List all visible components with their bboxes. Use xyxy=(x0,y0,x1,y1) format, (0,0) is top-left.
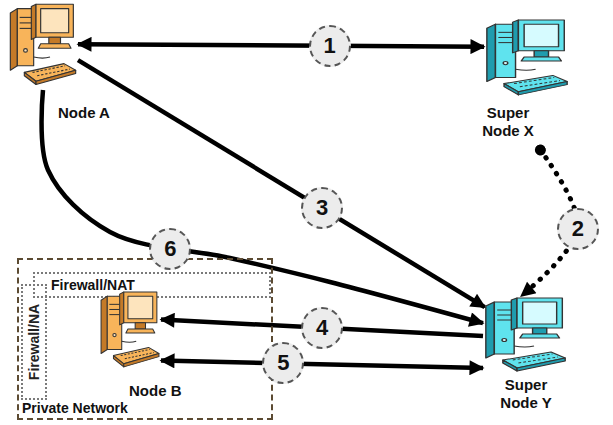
keyboard-edge xyxy=(36,70,76,84)
callout-number: 3 xyxy=(301,187,343,229)
monitor-screen xyxy=(523,302,557,324)
mouse-cable xyxy=(122,341,136,342)
tower-button xyxy=(113,333,116,336)
tower-slot xyxy=(497,315,511,316)
computer-icon xyxy=(99,290,161,372)
keyboard-keys xyxy=(514,77,554,83)
computer-icon xyxy=(484,18,570,100)
keyboard-keys xyxy=(121,349,150,355)
tower-side xyxy=(487,24,496,81)
callout-number: 1 xyxy=(309,25,351,67)
monitor-side xyxy=(511,298,517,330)
tower-button xyxy=(503,61,508,64)
tower-side xyxy=(101,296,107,353)
tower-button xyxy=(502,338,507,341)
private-network-region: Firewall/NAT Firewall/NA Node BPrivate Net… xyxy=(17,258,273,420)
monitor-frame xyxy=(124,292,157,323)
tower-slot xyxy=(498,37,512,38)
node-label: Node B xyxy=(129,382,193,400)
monitor-frame xyxy=(517,298,562,328)
monitor-side xyxy=(31,4,36,39)
monitor-base xyxy=(521,57,561,61)
firewall-label: Firewall/NAT xyxy=(51,276,135,294)
arrow-connector xyxy=(161,320,483,336)
monitor-screen xyxy=(41,9,69,33)
connector-group xyxy=(42,44,579,368)
monitor-stand xyxy=(49,37,61,44)
keyboard-keys xyxy=(520,81,560,87)
monitor-frame xyxy=(518,20,564,51)
monitor-base xyxy=(126,329,155,333)
tower-button xyxy=(24,49,28,53)
keyboard-edge xyxy=(124,354,159,367)
keyboard-edge xyxy=(113,356,123,367)
tower-slot xyxy=(109,304,119,305)
tower-side xyxy=(486,302,495,358)
monitor-base xyxy=(520,334,560,338)
tower-slot xyxy=(20,17,32,18)
client-node: Node B xyxy=(89,290,201,406)
super-node: Super Node Y xyxy=(478,296,590,420)
keyboard-keys xyxy=(513,354,553,360)
callout-number: 5 xyxy=(262,342,304,384)
tower-slot xyxy=(497,310,511,311)
tower-slot xyxy=(20,22,32,23)
keyboard-edge xyxy=(24,72,36,84)
monitor-screen xyxy=(128,296,153,319)
node-label: Node A xyxy=(58,104,118,122)
node-label: Super Node Y xyxy=(494,376,558,412)
node-label: Super Node X xyxy=(476,104,540,140)
callout-number: 4 xyxy=(301,307,343,349)
monitor-frame xyxy=(36,4,73,37)
keyboard-keys xyxy=(125,353,154,359)
arrow-connector xyxy=(161,361,483,368)
monitor-stand xyxy=(533,328,547,334)
tower-slot xyxy=(20,28,32,29)
monitor-side xyxy=(513,20,519,53)
firewall-label: Firewall/NA xyxy=(26,304,42,380)
tower-slot xyxy=(109,309,119,310)
super-node: Super Node X xyxy=(462,18,574,150)
monitor-stand xyxy=(135,323,145,329)
callout-number: 2 xyxy=(557,208,599,250)
dotted-connector xyxy=(521,150,578,296)
keyboard-edge xyxy=(518,82,567,95)
keyboard-edge xyxy=(504,84,518,95)
computer-icon xyxy=(8,2,78,90)
arrow-connector xyxy=(78,44,484,46)
tower-slot xyxy=(497,320,511,321)
monitor-stand xyxy=(534,51,548,57)
monitor-base xyxy=(38,44,71,48)
mouse-cable xyxy=(516,69,536,70)
callout-number: 6 xyxy=(149,228,191,270)
monitor-screen xyxy=(524,24,558,47)
keyboard-edge xyxy=(517,358,565,371)
tower-slot xyxy=(109,314,119,315)
tower-side xyxy=(10,9,17,71)
arrow-connector xyxy=(42,90,483,323)
client-node: Node A xyxy=(8,2,120,130)
mouse-cable xyxy=(514,346,534,347)
region-label: Private Network xyxy=(22,399,128,417)
firewall-box: Firewall/NA xyxy=(21,284,47,400)
monitor-side xyxy=(120,292,124,325)
keyboard-keys xyxy=(37,69,70,76)
tower-slot xyxy=(498,42,512,43)
computer-icon xyxy=(483,296,568,376)
keyboard-keys xyxy=(518,357,558,363)
mouse-cable xyxy=(34,57,50,58)
tower-slot xyxy=(498,32,512,33)
keyboard-keys xyxy=(33,66,66,73)
keyboard-edge xyxy=(503,360,517,371)
